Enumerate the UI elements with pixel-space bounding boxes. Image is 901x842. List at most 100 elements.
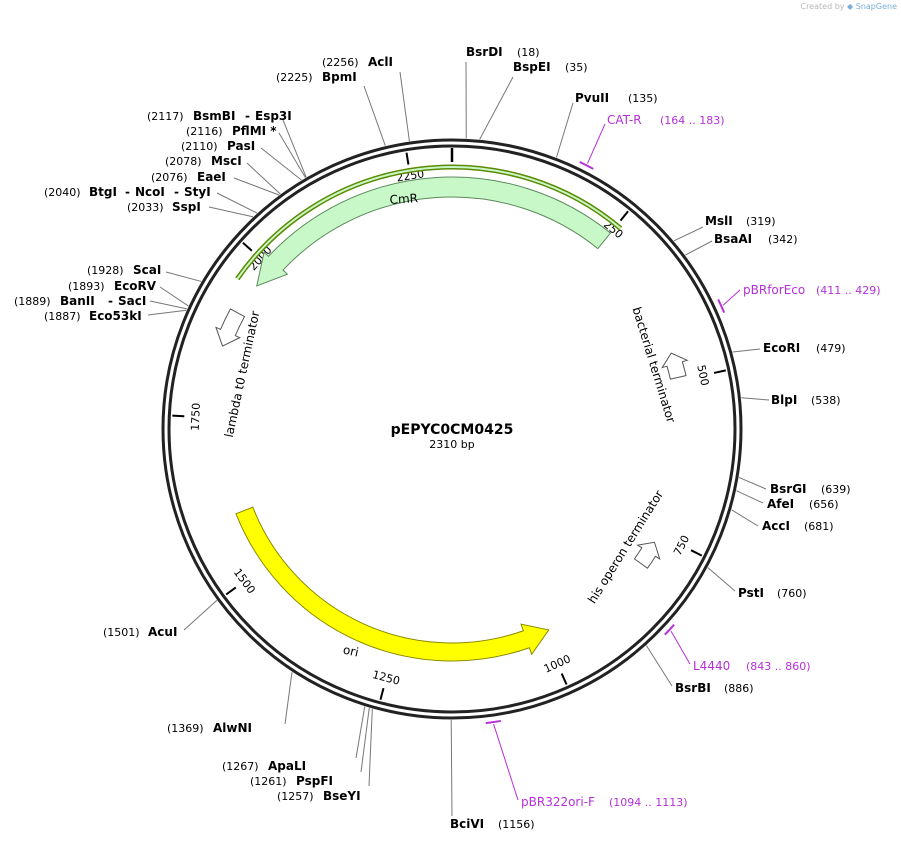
enzyme-apali[interactable]: (1267)ApaLI xyxy=(222,759,306,773)
feature-label-ori: ori xyxy=(342,643,360,660)
svg-text:(18): (18) xyxy=(517,46,540,59)
svg-text:(1094 .. 1113): (1094 .. 1113) xyxy=(609,796,688,809)
enzyme-bsrbi[interactable]: BsrBI(886) xyxy=(675,681,754,695)
primer-pbr322ori-f[interactable]: pBR322ori-F(1094 .. 1113) xyxy=(521,795,688,809)
primer-mark-pbrforeco-leader xyxy=(722,289,741,306)
primer-cat-r[interactable]: CAT-R(164 .. 183) xyxy=(607,113,725,127)
svg-text:BsrGI: BsrGI xyxy=(770,482,807,496)
enzyme-pspfi[interactable]: (1261)PspFI xyxy=(250,774,333,788)
enzyme-eco53ki[interactable]: (1887)Eco53kI xyxy=(44,309,142,323)
enzyme-scai[interactable]: (1928)ScaI xyxy=(87,263,161,277)
tick-label-1750: 1750 xyxy=(189,403,203,432)
tick-1750 xyxy=(172,414,185,418)
svg-text:(656): (656) xyxy=(809,498,839,511)
tick-250 xyxy=(619,210,629,222)
svg-text:(1267): (1267) xyxy=(222,760,259,773)
enzyme-blpi[interactable]: BlpI (538) xyxy=(771,393,841,407)
enzyme-acli[interactable]: (2256)AclI xyxy=(322,55,393,69)
svg-text:BsaAI: BsaAI xyxy=(714,232,752,246)
leader-pasi xyxy=(260,147,302,181)
svg-text:PvuII: PvuII xyxy=(575,91,609,105)
enzyme-msli[interactable]: MslI(319) xyxy=(705,214,776,228)
svg-text:L4440: L4440 xyxy=(693,659,730,673)
leader-sspi xyxy=(208,206,254,218)
svg-text:ScaI: ScaI xyxy=(133,263,161,277)
primer-marks xyxy=(485,123,741,801)
enzyme-ecori[interactable]: EcoRI(479) xyxy=(763,341,846,355)
enzyme-sspi[interactable]: (2033)SspI xyxy=(127,200,201,214)
svg-text:pBRforEco: pBRforEco xyxy=(743,283,805,297)
svg-text:-: - xyxy=(245,109,250,123)
credit-brand: SnapGene xyxy=(855,2,897,11)
enzyme-eaei[interactable]: (2076) EaeI xyxy=(151,170,226,184)
svg-text:BpmI: BpmI xyxy=(322,70,357,84)
enzyme-bsmbi-esp3i[interactable]: (2117)BsmBI-Esp3I xyxy=(147,109,292,123)
enzyme-pflmi[interactable]: (2116)PflMI * xyxy=(186,124,277,138)
svg-text:(35): (35) xyxy=(565,61,588,74)
svg-text:(2076): (2076) xyxy=(151,171,188,184)
svg-text:(886): (886) xyxy=(724,682,754,695)
svg-text:NcoI: NcoI xyxy=(135,185,165,199)
svg-text:(319): (319) xyxy=(746,215,776,228)
svg-text:BsmBI: BsmBI xyxy=(193,109,235,123)
svg-text:(538): (538) xyxy=(811,394,841,407)
svg-text:MscI: MscI xyxy=(211,154,242,168)
svg-text:(1156): (1156) xyxy=(498,818,535,831)
svg-text:(2033): (2033) xyxy=(127,201,164,214)
leader-eaei xyxy=(233,177,280,196)
svg-text:EaeI: EaeI xyxy=(197,170,226,184)
svg-text:BanII: BanII xyxy=(60,294,95,308)
enzyme-ecorv[interactable]: (1893)EcoRV xyxy=(68,279,157,293)
primer-mark-catr-leader xyxy=(587,123,606,164)
svg-text:BlpI: BlpI xyxy=(771,393,797,407)
svg-text:AcuI: AcuI xyxy=(148,625,177,639)
enzyme-acui[interactable]: (1501)AcuI xyxy=(103,625,177,639)
enzyme-bsaai[interactable]: BsaAI(342) xyxy=(714,232,798,246)
svg-text:-: - xyxy=(108,294,113,308)
enzyme-afei[interactable]: AfeI(656) xyxy=(767,497,839,511)
svg-text:AccI: AccI xyxy=(762,519,790,533)
svg-text:(2225): (2225) xyxy=(276,71,313,84)
leader-bsrgi xyxy=(738,476,767,490)
primer-labels[interactable]: CAT-R(164 .. 183) pBRforEco(411 .. 429) … xyxy=(521,113,881,809)
credit-prefix: Created by xyxy=(800,2,845,11)
enzyme-labels[interactable]: BsrDI(18) BspEI(35) PvuII (135) MslI(319)… xyxy=(14,45,851,831)
svg-text:(1369): (1369) xyxy=(167,722,204,735)
enzyme-bsrdi[interactable]: BsrDI(18) xyxy=(466,45,540,59)
enzyme-bspei[interactable]: BspEI(35) xyxy=(513,60,588,74)
plasmid-name: pEPYC0CM0425 xyxy=(391,422,514,438)
enzyme-bpmi[interactable]: (2225) BpmI xyxy=(276,70,357,84)
svg-text:PstI: PstI xyxy=(738,586,764,600)
svg-text:SacI: SacI xyxy=(118,294,146,308)
enzyme-bcivi[interactable]: BciVI(1156) xyxy=(450,817,535,831)
enzyme-psti[interactable]: PstI (760) xyxy=(738,586,807,600)
enzyme-bseyi[interactable]: (1257)BseYI xyxy=(277,789,361,803)
svg-text:(760): (760) xyxy=(777,587,807,600)
backbone-outer xyxy=(161,138,743,720)
enzyme-msci[interactable]: (2078)MscI xyxy=(165,154,242,168)
enzyme-bsrgi[interactable]: BsrGI(639) xyxy=(770,482,851,496)
enzyme-banii-saci[interactable]: (1889)BanII-SacI xyxy=(14,294,146,308)
primer-l4440[interactable]: L4440(843 .. 860) xyxy=(693,659,811,673)
enzyme-alwni[interactable]: (1369)AlwNI xyxy=(167,721,252,735)
leader-psti xyxy=(707,567,736,592)
backbone-inner xyxy=(167,144,737,714)
primer-pbrforeco[interactable]: pBRforEco(411 .. 429) xyxy=(743,283,881,297)
enzyme-acci[interactable]: AccI(681) xyxy=(762,519,834,533)
enzyme-btgi-ncoi-styi[interactable]: (2040)BtgI-NcoI-StyI xyxy=(44,185,211,199)
enzyme-pvuii[interactable]: PvuII (135) xyxy=(575,91,658,105)
enzyme-pasi[interactable]: (2110)PasI xyxy=(181,139,255,153)
cmr-selection-inner xyxy=(236,166,622,280)
svg-text:-: - xyxy=(174,185,179,199)
svg-text:Esp3I: Esp3I xyxy=(255,109,292,123)
leader-bsrbi xyxy=(646,645,673,687)
snapgene-credit: Created by ◆ SnapGene xyxy=(800,2,897,11)
primer-mark-pbr322orif xyxy=(485,719,502,725)
tick-1250 xyxy=(379,687,385,700)
svg-text:(1893): (1893) xyxy=(68,280,105,293)
svg-text:(135): (135) xyxy=(628,92,658,105)
leader-ecori xyxy=(732,348,761,353)
leader-bpmi xyxy=(363,85,386,146)
primer-mark-catr xyxy=(579,161,594,170)
